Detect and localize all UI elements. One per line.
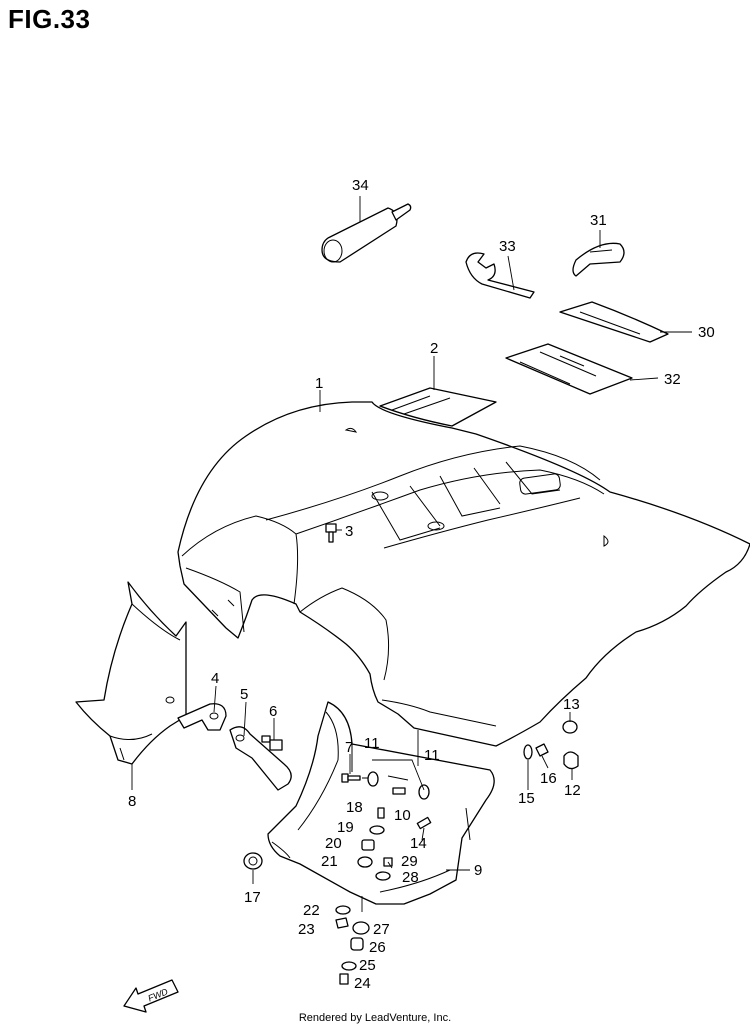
right-fastener-parts: [243, 720, 579, 870]
callout-34: 34: [352, 177, 369, 194]
callout-12: 12: [564, 782, 581, 799]
part-31-band[interactable]: [572, 242, 625, 277]
forward-direction-arrow: FWD: [123, 979, 179, 1013]
leader-lines: [131, 196, 692, 884]
callout-24: 24: [354, 975, 371, 992]
part-3-bolt[interactable]: [325, 523, 337, 543]
callout-29: 29: [401, 853, 418, 870]
callout-14: 14: [410, 835, 427, 852]
lower-fastener-parts: [335, 896, 370, 985]
callout-9: 9: [474, 862, 482, 879]
callout-27: 27: [373, 921, 390, 938]
part-33-spanner[interactable]: [465, 252, 535, 299]
figure-title: FIG.33: [8, 4, 91, 34]
callout-26: 26: [369, 939, 386, 956]
callout-17: 17: [244, 889, 261, 906]
part-2-plate[interactable]: [379, 387, 497, 427]
callout-2: 2: [430, 340, 438, 357]
part-9-splash-guard[interactable]: [267, 701, 495, 905]
part-5-bracket[interactable]: [229, 726, 292, 791]
callout-30: 30: [698, 324, 715, 341]
callout-23: 23: [298, 921, 315, 938]
callout-6: 6: [269, 703, 277, 720]
part-6-bolt[interactable]: [261, 735, 283, 751]
callout-22: 22: [303, 902, 320, 919]
fastener-parts: [341, 759, 432, 881]
part-32-sheet[interactable]: [505, 343, 633, 395]
callout-19: 19: [337, 819, 354, 836]
callout-8: 8: [128, 793, 136, 810]
callout-21: 21: [321, 853, 338, 870]
callout-1: 1: [315, 375, 323, 392]
callout-4: 4: [211, 670, 219, 687]
callout-11-left: 11: [364, 735, 380, 752]
callout-20: 20: [325, 835, 342, 852]
callout-15: 15: [518, 790, 535, 807]
part-8-mud-flap[interactable]: [75, 581, 187, 765]
callout-3: 3: [345, 523, 353, 540]
callout-32: 32: [664, 371, 681, 388]
callout-5: 5: [240, 686, 248, 703]
callout-33: 33: [499, 238, 516, 255]
part-34-tool-bag[interactable]: [321, 203, 412, 263]
footer-credit: Rendered by LeadVenture, Inc.: [298, 1012, 452, 1024]
part-1-rear-fender[interactable]: [177, 401, 750, 747]
callout-18: 18: [346, 799, 363, 816]
part-30-tool-bag[interactable]: [559, 301, 669, 343]
callout-13: 13: [563, 696, 580, 713]
callout-25: 25: [359, 957, 376, 974]
callout-7: 7: [345, 739, 353, 756]
callout-10: 10: [394, 807, 411, 824]
callout-16: 16: [540, 770, 557, 787]
callout-28: 28: [402, 869, 419, 886]
callout-11-right: 11: [424, 747, 440, 764]
callout-31: 31: [590, 212, 607, 229]
